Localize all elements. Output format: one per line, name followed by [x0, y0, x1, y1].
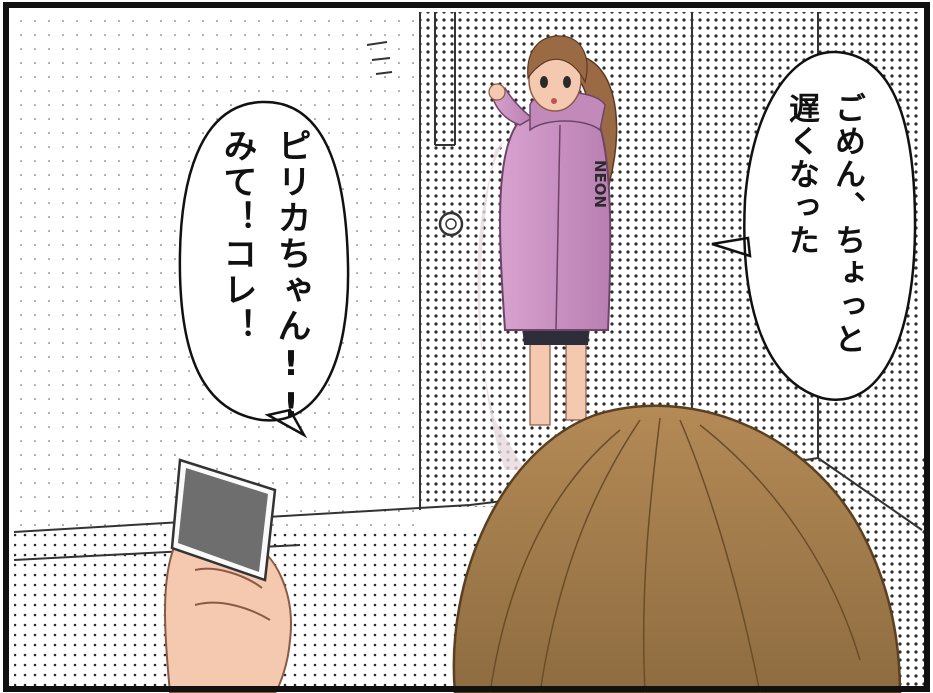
speech-text-right: ごめん、ちょっと遅くなった: [778, 92, 870, 356]
hoodie-print: NEON: [591, 160, 609, 208]
speech-left-line-2: みて！コレ！: [217, 128, 257, 344]
speech-right-line-2: 遅くなった: [783, 92, 819, 257]
smartphone: [170, 458, 277, 582]
speech-right-line-1: ごめん、ちょっと: [829, 92, 865, 356]
girl-character: NEON: [488, 35, 618, 426]
boy-head: [452, 404, 902, 693]
speech-text-left: ピリカちゃん!! みて！コレ！: [210, 128, 318, 428]
speech-bubble-right: [711, 50, 917, 401]
sound-effect-lines: [366, 41, 393, 75]
speech-left-line-1: ピリカちゃん!!: [271, 128, 311, 428]
door-knob: [438, 211, 464, 237]
hand-with-phone: [164, 458, 292, 693]
speech-bubble-left: [178, 100, 350, 439]
